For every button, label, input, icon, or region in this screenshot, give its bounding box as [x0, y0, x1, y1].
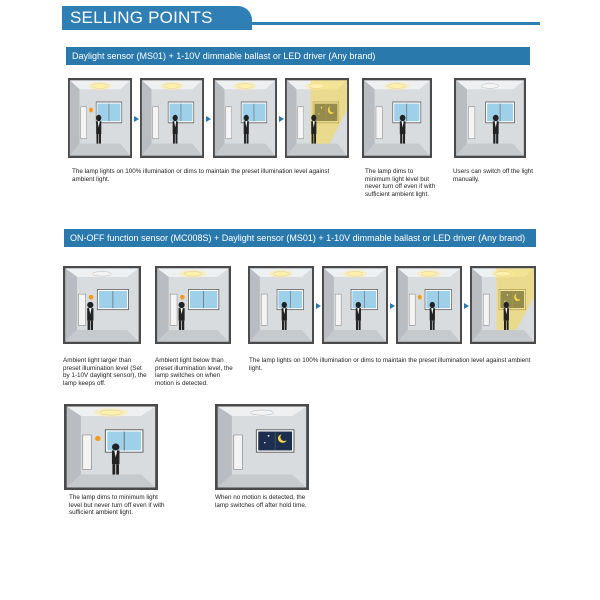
caption: Ambient light below than preset illumina… — [155, 357, 233, 387]
caption: The lamp lights on 100% illumination or … — [249, 357, 531, 372]
person-icon — [399, 114, 406, 122]
ceiling-lamp-icon — [481, 83, 499, 89]
ceiling-lamp-icon — [92, 271, 112, 277]
page-title: SELLING POINTS — [62, 6, 252, 30]
scene-panel — [454, 78, 526, 158]
ceiling-lamp-icon — [250, 409, 274, 416]
sun-icon — [89, 107, 93, 113]
scene-panel — [248, 266, 314, 344]
person-icon — [96, 114, 102, 122]
person-icon — [492, 114, 499, 122]
room-scene — [454, 78, 526, 158]
room-scene — [470, 266, 536, 344]
scene-panel — [285, 78, 349, 158]
ceiling-lamp-icon — [388, 83, 406, 89]
person-icon — [311, 114, 317, 122]
room-scene — [68, 78, 132, 158]
sun-icon — [88, 294, 94, 300]
person-icon — [87, 301, 94, 309]
scene-panel — [322, 266, 388, 344]
ceiling-lamp-icon — [494, 271, 512, 277]
room-scene — [248, 266, 314, 344]
scene-panel — [64, 404, 158, 490]
caption: The lamp dims to minimum light level but… — [69, 494, 165, 517]
scene-panel — [396, 266, 462, 344]
arrow-right-icon — [279, 116, 284, 122]
person-icon — [281, 301, 287, 309]
scene-panel — [215, 404, 309, 490]
room-scene — [396, 266, 462, 344]
room-scene — [64, 404, 158, 490]
header-rule — [62, 22, 540, 25]
section1-title: Daylight sensor (MS01) + 1-10V dimmable … — [66, 47, 530, 65]
arrow-right-icon — [206, 116, 211, 122]
caption: When no motion is detected, the lamp swi… — [215, 494, 307, 509]
ceiling-lamp-icon — [183, 271, 203, 277]
arrow-right-icon — [464, 303, 469, 309]
scene-panel — [470, 266, 536, 344]
ceiling-lamp-icon — [92, 83, 108, 89]
room-scene — [213, 78, 277, 158]
ceiling-lamp-icon — [99, 409, 123, 416]
person-icon — [503, 301, 509, 309]
ceiling-lamp-icon — [164, 83, 180, 89]
room-scene — [63, 266, 141, 344]
room-scene — [140, 78, 204, 158]
sun-icon — [180, 294, 185, 300]
person-icon — [243, 114, 249, 122]
section2-title: ON-OFF function sensor (MC008S) + Daylig… — [64, 229, 536, 247]
room-scene — [322, 266, 388, 344]
arrow-right-icon — [390, 303, 395, 309]
room-scene — [155, 266, 231, 344]
scene-panel — [213, 78, 277, 158]
person-icon — [172, 114, 178, 122]
person-icon — [111, 443, 120, 451]
ceiling-lamp-icon — [237, 83, 253, 89]
arrow-right-icon — [316, 303, 321, 309]
room-scene — [215, 404, 309, 490]
person-icon — [429, 301, 435, 309]
ceiling-lamp-icon — [420, 271, 438, 277]
caption: The lamp dims to minimum light level but… — [365, 168, 436, 198]
sun-icon — [95, 435, 101, 441]
room-scene — [285, 78, 349, 158]
caption: Ambient light larger than preset illumin… — [63, 357, 147, 387]
ceiling-lamp-icon — [346, 271, 364, 277]
scene-panel — [63, 266, 141, 344]
scene-panel — [68, 78, 132, 158]
caption: Users can switch off the light manually. — [453, 168, 534, 183]
scene-panel — [155, 266, 231, 344]
ceiling-lamp-icon — [309, 83, 325, 89]
scene-panel — [140, 78, 204, 158]
sun-icon — [417, 294, 422, 300]
person-icon — [178, 301, 185, 309]
arrow-right-icon — [134, 116, 139, 122]
person-icon — [355, 301, 361, 309]
room-scene — [362, 78, 432, 158]
scene-panel — [362, 78, 432, 158]
ceiling-lamp-icon — [272, 271, 290, 277]
caption: The lamp lights on 100% illumination or … — [72, 168, 330, 183]
